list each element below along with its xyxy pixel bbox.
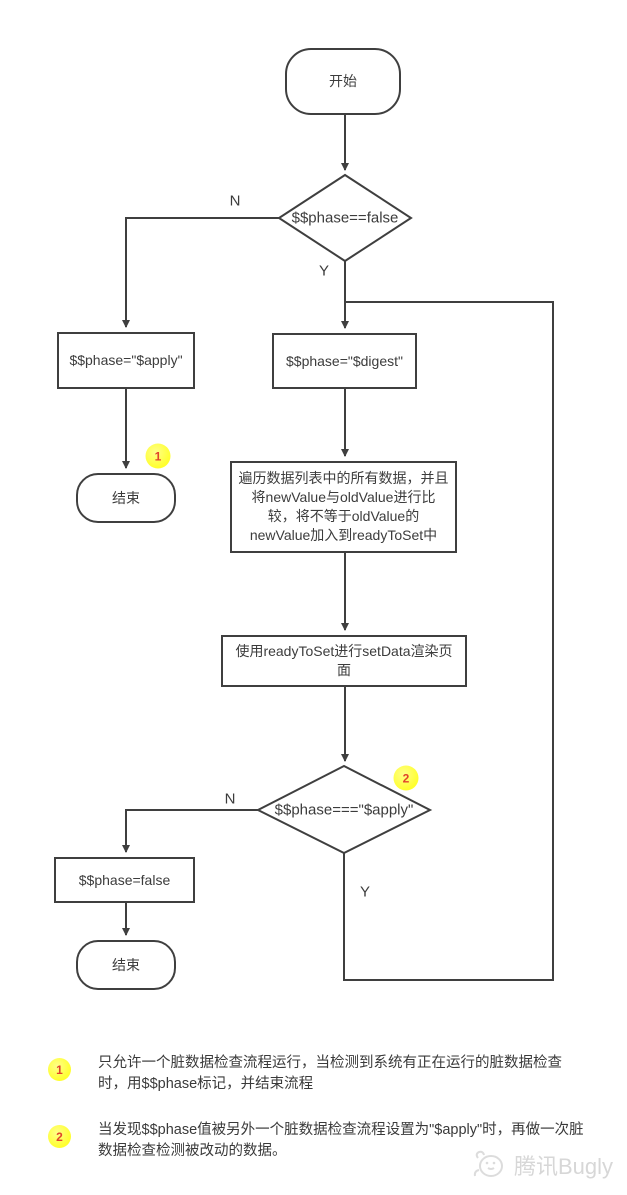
footnote-1: 1 只允许一个脏数据检查流程运行，当检测到系统有正在运行的脏数据检查时，用$$p…	[48, 1053, 590, 1095]
edge-decision2-yes-loop	[343, 301, 554, 981]
decision2-label: $$phase==="$apply"	[274, 801, 414, 819]
decision2-yes-label: Y	[359, 883, 371, 901]
decision2-no-label: N	[224, 790, 236, 808]
footnote-1-badge: 1	[48, 1058, 71, 1081]
apply-box: $$phase="$apply"	[57, 332, 195, 389]
end2-node: 结束	[76, 940, 176, 990]
footnote-2-text: 当发现$$phase值被另外一个脏数据检查流程设置为"$apply"时，再做一次…	[98, 1122, 584, 1159]
watermark-brand: 腾讯Bugly	[513, 1154, 613, 1179]
render-box: 使用readyToSet进行setData渲染页面	[221, 635, 467, 687]
chart-badge-2: 2	[393, 765, 419, 791]
edge-decision1-no	[122, 217, 279, 328]
chart-badge-1: 1	[145, 443, 171, 469]
decision1-label: $$phase==false	[291, 209, 399, 227]
decision1-no-label: N	[229, 192, 241, 210]
watermark: 腾讯Bugly	[466, 1148, 613, 1182]
footnote-2: 2 当发现$$phase值被另外一个脏数据检查流程设置为"$apply"时，再做…	[48, 1120, 590, 1162]
start-node: 开始	[285, 48, 401, 115]
false-box: $$phase=false	[54, 857, 195, 903]
digest-box: $$phase="$digest"	[272, 333, 417, 389]
edge-decision2-no	[122, 809, 258, 853]
penguin-logo-icon	[466, 1148, 510, 1182]
footnote-1-text: 只允许一个脏数据检查流程运行，当检测到系统有正在运行的脏数据检查时，用$$pha…	[98, 1055, 562, 1092]
end1-node: 结束	[76, 473, 176, 523]
iterate-box: 遍历数据列表中的所有数据，并且将newValue与oldValue进行比较，将不…	[230, 461, 457, 553]
footnote-2-badge: 2	[48, 1125, 71, 1148]
decision1-yes-label: Y	[318, 262, 330, 280]
